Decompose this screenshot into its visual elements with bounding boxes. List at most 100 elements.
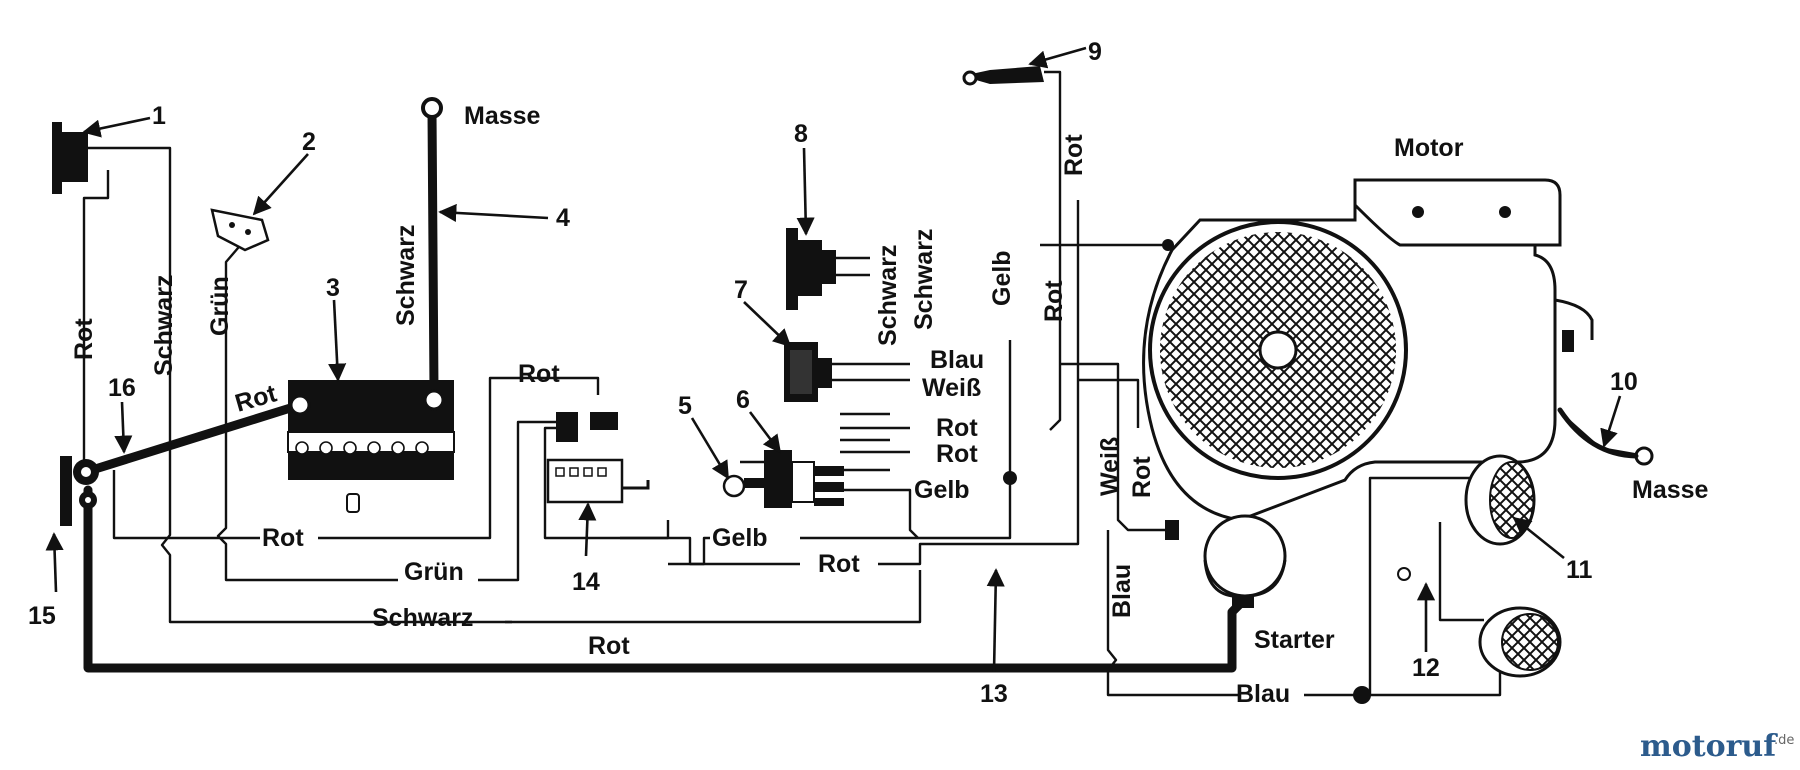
wire-gelb-main bbox=[620, 536, 710, 566]
callout-7: 7 bbox=[734, 276, 748, 304]
label-blau-7: Blau bbox=[930, 346, 984, 374]
wire-schwarz-1 bbox=[70, 146, 512, 624]
label-weiss-v: Weiß bbox=[1096, 437, 1124, 496]
solenoid-15 bbox=[60, 456, 99, 526]
callout-4: 4 bbox=[556, 204, 570, 232]
label-rot-lower: Rot bbox=[262, 524, 304, 552]
label-schwarz-v3: Schwarz bbox=[874, 245, 902, 346]
label-rot-v1: Rot bbox=[70, 318, 98, 360]
callout-9: 9 bbox=[1088, 38, 1102, 66]
connector-small bbox=[1165, 520, 1179, 540]
label-rot-v2: Rot bbox=[1040, 280, 1068, 322]
junction-dot bbox=[1003, 471, 1017, 485]
wire-rot-fuse bbox=[545, 376, 600, 395]
watermark-brand: motoruf bbox=[1640, 729, 1778, 764]
label-schwarz-v1: Schwarz bbox=[150, 275, 178, 376]
switch-8 bbox=[786, 228, 836, 310]
motor bbox=[1142, 178, 1594, 522]
key-5 bbox=[722, 474, 764, 498]
label-schwarz-h: Schwarz bbox=[372, 604, 473, 632]
callout-1: 1 bbox=[152, 102, 166, 130]
wire-rot-lower bbox=[112, 470, 260, 540]
label-rot-v4: Rot bbox=[1128, 456, 1156, 498]
junction-dot bbox=[1353, 686, 1371, 704]
plug-part bbox=[346, 493, 360, 513]
connector-9 bbox=[962, 66, 1044, 86]
wire-schwarz-bottom bbox=[505, 570, 922, 624]
label-blau-h: Blau bbox=[1236, 680, 1290, 708]
label-rot-long: Rot bbox=[818, 550, 860, 578]
callout-15: 15 bbox=[28, 602, 56, 630]
wire-labels: Rot Schwarz Grün Schwarz Schwarz Schwarz… bbox=[70, 102, 1709, 708]
wire-blau-starter bbox=[1106, 530, 1240, 697]
label-masse-right: Masse bbox=[1632, 476, 1709, 504]
label-rot-v3: Rot bbox=[1060, 134, 1088, 176]
label-masse-top: Masse bbox=[464, 102, 541, 130]
label-weiss-7: Weiß bbox=[922, 374, 981, 402]
junction-dot bbox=[1162, 239, 1174, 251]
label-motor: Motor bbox=[1394, 134, 1464, 162]
label-rot-6b: Rot bbox=[936, 440, 978, 468]
ground-strap-4 bbox=[427, 107, 439, 395]
callout-11: 11 bbox=[1566, 556, 1593, 584]
battery-3 bbox=[287, 380, 455, 480]
callout-14: 14 bbox=[572, 568, 600, 596]
wire-gruen bbox=[216, 240, 398, 582]
clip-2 bbox=[210, 208, 270, 252]
main-battery-cable bbox=[83, 485, 1245, 673]
callout-5: 5 bbox=[678, 392, 692, 420]
label-gelb-h: Gelb bbox=[712, 524, 768, 552]
wires bbox=[70, 70, 1641, 697]
label-gelb-6: Gelb bbox=[914, 476, 970, 504]
cable-16 bbox=[87, 400, 305, 475]
wire-rot-9 bbox=[1044, 70, 1062, 431]
wire-rot-motor bbox=[1078, 378, 1140, 428]
watermark-tld: .de bbox=[1774, 733, 1794, 748]
wire-gelb-6 bbox=[840, 488, 919, 539]
watermark: motoruf .de bbox=[1640, 729, 1794, 764]
wire-fuse-box bbox=[543, 426, 670, 540]
switch-7 bbox=[784, 342, 832, 402]
ignition-switch-6 bbox=[764, 450, 844, 508]
label-rot-6a: Rot bbox=[936, 414, 978, 442]
label-gruen-h: Grün bbox=[404, 558, 464, 586]
ground-cable-10 bbox=[1557, 407, 1639, 459]
label-schwarz-v4: Schwarz bbox=[910, 229, 938, 330]
starter bbox=[1203, 514, 1287, 608]
headlight-lower-11 bbox=[1478, 606, 1562, 678]
wire-rot-1-15 bbox=[82, 170, 110, 460]
label-starter: Starter bbox=[1254, 626, 1335, 654]
wire-gruen-right bbox=[478, 420, 556, 582]
connector-1 bbox=[52, 122, 88, 194]
callout-13: 13 bbox=[980, 680, 1008, 708]
wire-key-6-out bbox=[840, 412, 890, 472]
label-gruen-v: Grün bbox=[206, 276, 234, 336]
callout-16: 16 bbox=[108, 374, 136, 402]
components bbox=[52, 66, 1654, 704]
label-rot-fuse: Rot bbox=[518, 360, 560, 388]
wire-lights bbox=[1368, 476, 1474, 695]
fuse-block-14 bbox=[546, 412, 650, 504]
callout-10: 10 bbox=[1610, 368, 1638, 396]
callout-6: 6 bbox=[736, 386, 750, 414]
callout-12: 12 bbox=[1412, 654, 1440, 682]
label-schwarz-v2: Schwarz bbox=[392, 225, 420, 326]
wire-switch-8 bbox=[830, 256, 870, 277]
callout-2: 2 bbox=[302, 128, 316, 156]
wire-weiss-motor bbox=[1060, 362, 1170, 532]
callout-arrows bbox=[45, 46, 1622, 673]
screw-12 bbox=[1397, 567, 1411, 581]
wire-gelb-right bbox=[800, 470, 1012, 540]
label-rot-bottom: Rot bbox=[588, 632, 630, 660]
callout-3: 3 bbox=[326, 274, 340, 302]
ground-ring-top bbox=[421, 97, 443, 119]
headlight-upper-11 bbox=[1464, 454, 1536, 546]
wire-lights-b bbox=[1370, 668, 1502, 697]
wire-rot-lower-right bbox=[318, 376, 545, 540]
wire-rot-long-right bbox=[878, 200, 1080, 566]
label-blau-v: Blau bbox=[1108, 564, 1136, 618]
label-gelb-v: Gelb bbox=[988, 250, 1016, 306]
callout-numbers: 1 2 3 4 5 6 7 8 9 10 11 12 13 14 15 16 bbox=[28, 38, 1638, 708]
wire-light-upper bbox=[1438, 522, 1484, 622]
